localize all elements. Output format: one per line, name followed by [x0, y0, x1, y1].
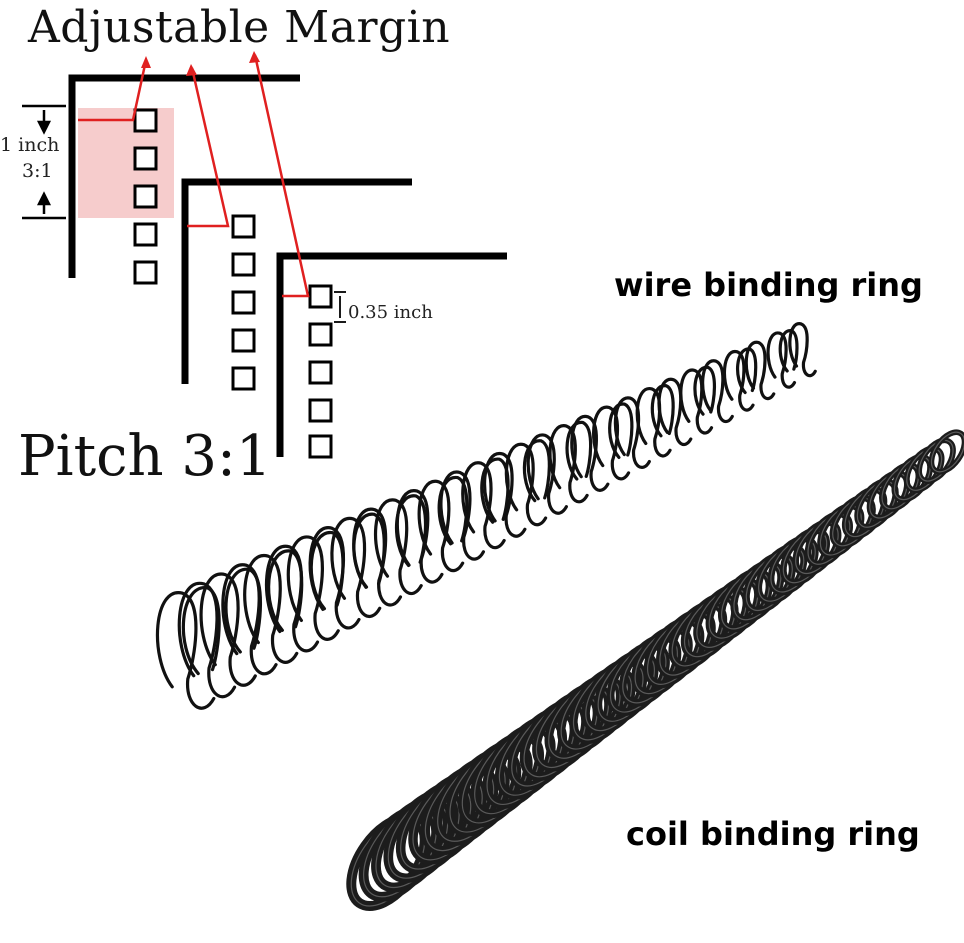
wire-loop — [155, 591, 216, 710]
wire-loop — [701, 359, 734, 424]
page-corner-2 — [181, 178, 412, 384]
coil-binding-ring — [346, 429, 964, 911]
wire-loop — [766, 331, 797, 389]
pitch-label: Pitch 3:1 — [18, 424, 272, 489]
wire-loop — [286, 535, 340, 641]
wire-loop — [221, 563, 278, 676]
wire-loop — [395, 489, 444, 584]
wire-loop — [504, 442, 548, 527]
wire-loop — [693, 365, 717, 416]
wire-loop — [330, 517, 382, 618]
wire-loop — [526, 433, 568, 515]
page-corner-1 — [68, 74, 300, 278]
wire-loop — [522, 439, 551, 503]
wire-loop — [177, 581, 237, 699]
wire-loop — [483, 452, 527, 538]
wire-loop — [373, 498, 423, 596]
wire-loop — [352, 507, 403, 607]
wire-loop — [565, 420, 593, 481]
inch-dimension — [22, 104, 66, 220]
wire-loop — [788, 322, 817, 378]
coil-highlight — [930, 431, 964, 473]
wire-loop — [744, 340, 776, 401]
spacing-dimension — [334, 291, 346, 323]
wire-loop — [417, 479, 465, 573]
wire-loop — [592, 405, 631, 481]
wire-loop — [548, 424, 589, 504]
wire-loop — [308, 526, 361, 630]
page-corner-3 — [276, 252, 507, 457]
wire-loop — [722, 350, 755, 412]
wire-loop — [657, 378, 693, 447]
wire-loop — [264, 544, 320, 653]
holes-column-3 — [308, 284, 333, 459]
coil-binding-label: coil binding ring — [626, 815, 920, 853]
wire-loop — [461, 461, 506, 550]
holes-column-2 — [231, 214, 256, 391]
wire-loop — [570, 415, 610, 492]
wire-loop — [650, 384, 675, 438]
wire-loop — [199, 572, 257, 687]
hole-spacing-label: 0.35 inch — [348, 302, 433, 323]
dimension-ratio-label: 3:1 — [22, 160, 53, 182]
wire-loop — [243, 554, 299, 664]
dimension-inch-label: 1 inch — [0, 134, 60, 156]
wire-binding-label: wire binding ring — [614, 266, 923, 304]
margin-arrows — [78, 54, 310, 298]
title-adjustable-margin: Adjustable Margin — [28, 2, 451, 53]
wire-loop — [608, 402, 634, 459]
wire-loop — [439, 470, 485, 561]
arrow-heads — [141, 51, 260, 76]
wire-loop — [480, 457, 510, 524]
wire-binding-ring — [155, 322, 817, 710]
holes-column-1 — [133, 108, 158, 285]
margin-highlight — [78, 108, 174, 218]
